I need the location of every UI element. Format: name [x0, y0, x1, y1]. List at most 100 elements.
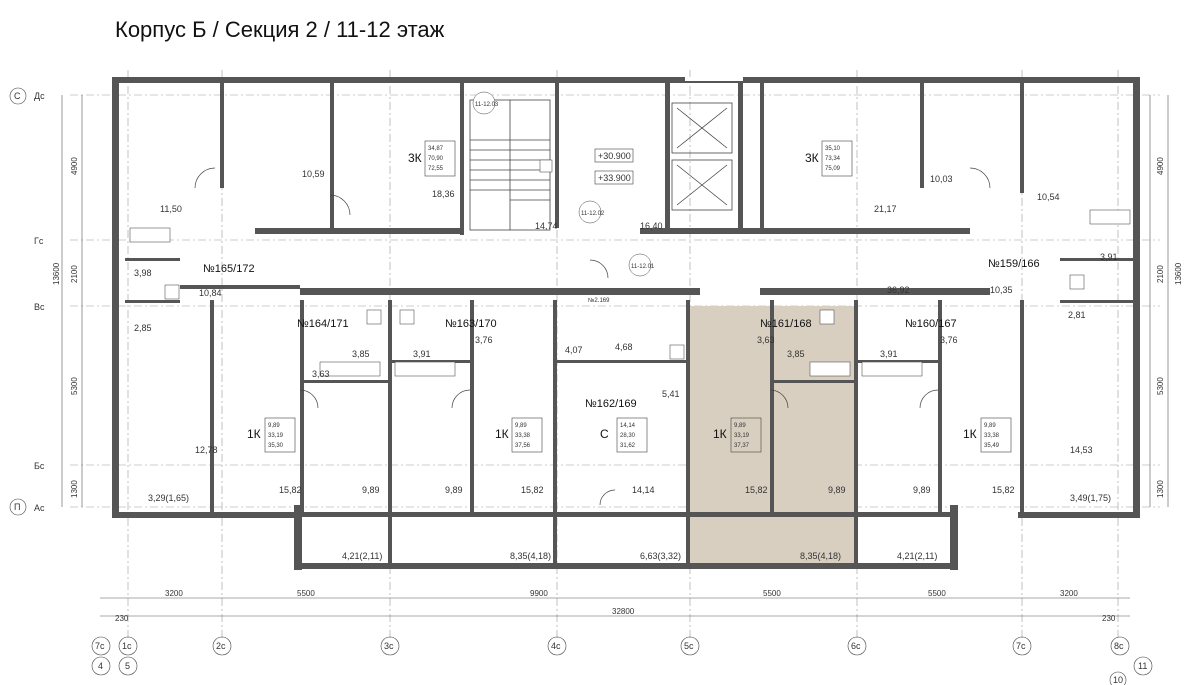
svg-text:230: 230 — [1102, 614, 1116, 623]
svg-text:35,10: 35,10 — [825, 146, 841, 152]
room-area: 12,78 — [195, 445, 218, 455]
room-area: 9,89 — [913, 485, 931, 495]
svg-text:1К: 1К — [247, 427, 261, 441]
svg-text:32800: 32800 — [612, 607, 635, 616]
svg-text:1К: 1К — [495, 427, 509, 441]
room-area: 3,29(1,65) — [148, 493, 189, 503]
elevation-label: +30.900 — [598, 151, 631, 161]
svg-text:1К: 1К — [713, 427, 727, 441]
room-area: 3,63 — [757, 335, 775, 345]
axis-label: Бс — [34, 461, 45, 471]
apartment-number: №159/166 — [988, 258, 1040, 270]
room-area: 9,89 — [828, 485, 846, 495]
room-area: 4,68 — [615, 342, 633, 352]
svg-text:С: С — [600, 427, 609, 441]
svg-text:70,90: 70,90 — [428, 156, 444, 162]
room-area: 3,98 — [134, 268, 152, 278]
svg-text:5300: 5300 — [70, 377, 79, 395]
svg-text:4900: 4900 — [70, 157, 79, 175]
svg-text:9,89: 9,89 — [734, 423, 746, 429]
highlighted-balcony — [690, 516, 856, 568]
axis-label: Вс — [34, 302, 45, 312]
marks: 11-12.03 11-12.02 11-12.01 №2.169 — [472, 91, 655, 304]
room-area: 16,40 — [640, 221, 663, 231]
axis-label: 3с — [384, 641, 394, 651]
svg-text:13600: 13600 — [1174, 262, 1183, 285]
svg-text:28,30: 28,30 — [620, 433, 636, 439]
room-area: 9,89 — [445, 485, 463, 495]
svg-text:2100: 2100 — [1156, 265, 1165, 283]
axis-label: 4с — [551, 641, 561, 651]
svg-text:37,37: 37,37 — [734, 443, 750, 449]
unit-card: 1К 9,89 33,19 35,30 — [247, 417, 296, 453]
svg-text:13600: 13600 — [52, 262, 61, 285]
room-area: 14,53 — [1070, 445, 1093, 455]
room-area: 11,50 — [160, 204, 182, 214]
svg-text:75,09: 75,09 — [825, 166, 841, 172]
unit-card: 3К 35,10 73,34 75,09 — [805, 140, 853, 177]
svg-text:9,89: 9,89 — [268, 423, 280, 429]
apartment-number: №161/168 — [760, 318, 812, 330]
axis-label: 11 — [1138, 661, 1147, 671]
mark-label: 11-12.02 — [581, 211, 605, 217]
axis-label: 10 — [1113, 675, 1123, 685]
svg-text:1300: 1300 — [1156, 480, 1165, 498]
elevators — [671, 102, 733, 211]
room-area: 8,35(4,18) — [800, 551, 841, 561]
unit-card: 1К 9,89 33,38 35,49 — [963, 417, 1012, 453]
room-area: 21,17 — [874, 204, 897, 214]
svg-text:5300: 5300 — [1156, 377, 1165, 395]
column-axis-labels: 7с 1с 2с 3с 4с 5с 6с 7с 8с 4 5 11 10 — [91, 636, 1153, 685]
room-area: 3,49(1,75) — [1070, 493, 1111, 503]
axis-label: 5с — [684, 641, 694, 651]
svg-text:1300: 1300 — [70, 480, 79, 498]
room-area: 3,85 — [352, 349, 370, 359]
unit-card: 3К 34,87 70,90 72,55 — [408, 140, 456, 177]
svg-text:73,34: 73,34 — [825, 156, 841, 162]
svg-text:72,55: 72,55 — [428, 166, 444, 172]
svg-text:14,14: 14,14 — [620, 423, 636, 429]
apartment-number: №162/169 — [585, 398, 637, 410]
room-area: 10,03 — [930, 174, 953, 184]
apartment-number: №165/172 — [203, 263, 255, 275]
room-area: 2,85 — [134, 323, 152, 333]
svg-text:5500: 5500 — [928, 589, 946, 598]
svg-text:5500: 5500 — [763, 589, 781, 598]
axis-label: 4 — [98, 661, 103, 671]
svg-text:33,38: 33,38 — [984, 433, 1000, 439]
row-axis-labels: Дс Гс Вс Бс Ас С П — [9, 87, 45, 516]
svg-text:35,30: 35,30 — [268, 443, 284, 449]
mark-label: 11-12.01 — [631, 264, 655, 270]
axis-label: С — [14, 91, 21, 101]
room-area: 3,91 — [413, 349, 431, 359]
outer-walls — [112, 77, 1140, 570]
interior-walls — [125, 83, 1135, 567]
room-area: 15,82 — [745, 485, 768, 495]
room-area: 4,21(2,11) — [897, 551, 937, 561]
svg-text:31,62: 31,62 — [620, 443, 636, 449]
svg-text:37,56: 37,56 — [515, 443, 531, 449]
svg-text:33,38: 33,38 — [515, 433, 531, 439]
fixtures — [129, 159, 1131, 377]
room-area: 3,91 — [1100, 252, 1118, 262]
room-area: 14,74 — [535, 221, 558, 231]
dimension-lines — [61, 95, 1169, 617]
axis-label: 7с — [1016, 641, 1026, 651]
axis-label: Дс — [34, 91, 45, 101]
unit-card: 1К 9,89 33,38 37,56 — [495, 417, 543, 453]
svg-text:35,49: 35,49 — [984, 443, 1000, 449]
mark-label: №2.169 — [588, 297, 610, 304]
room-area: 15,82 — [521, 485, 544, 495]
axis-label: Ас — [34, 503, 45, 513]
room-area: 5,41 — [662, 389, 680, 399]
svg-text:2100: 2100 — [70, 265, 79, 283]
room-area: 36,92 — [887, 285, 910, 295]
axis-label: Гс — [34, 236, 44, 246]
apartment-number: №164/171 — [297, 318, 349, 330]
room-area: 6,63(3,32) — [640, 551, 681, 561]
axis-label: 1с — [122, 641, 132, 651]
svg-text:9900: 9900 — [530, 589, 548, 598]
svg-text:230: 230 — [115, 614, 129, 623]
axis-label: 2с — [216, 641, 226, 651]
